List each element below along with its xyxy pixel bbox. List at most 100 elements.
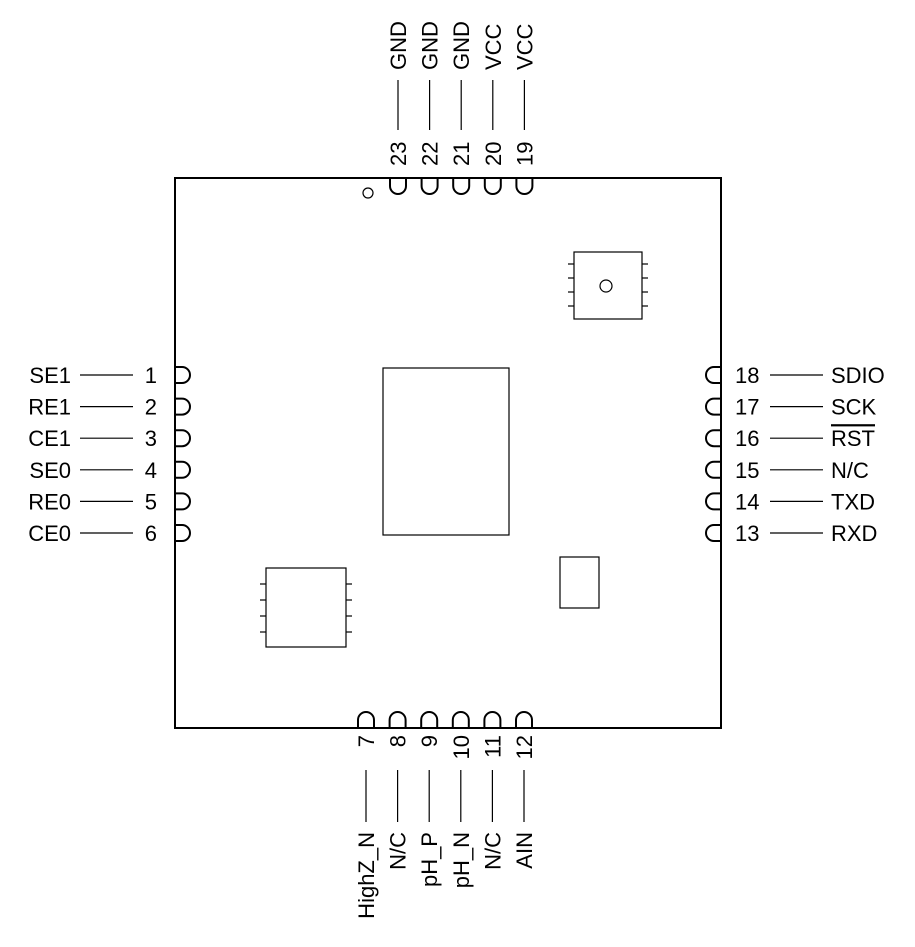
pin-pad <box>357 711 375 728</box>
pin-21: 21 GND <box>449 21 474 195</box>
pin-name: GND <box>418 21 443 70</box>
pin-name: RXD <box>831 521 877 546</box>
pin-number: 9 <box>417 735 442 747</box>
pin-name: VCC <box>481 23 506 70</box>
pin-4: 4 SE0 <box>29 458 191 483</box>
pin-number: 19 <box>512 142 537 166</box>
pin-23: 23 GND <box>386 21 411 195</box>
pin-number: 7 <box>354 735 379 747</box>
pin-number: 2 <box>145 395 157 420</box>
pin-17: 17 SCK <box>705 395 877 420</box>
pin-pad <box>515 711 533 728</box>
pin-pad <box>483 711 502 728</box>
pin-22: 22 GND <box>418 21 443 195</box>
pin-number: 8 <box>386 735 411 747</box>
pin-number: 22 <box>418 142 443 166</box>
pin-8: 8N/C <box>386 711 411 870</box>
pin-2: 2 RE1 <box>28 395 191 420</box>
pin-number: 17 <box>735 395 759 420</box>
pin-number: 15 <box>735 458 759 483</box>
top-pin-group: 23 GND 22 GND 21 GND 20 VCC 19 VCC <box>386 21 537 195</box>
pin-name: pH_N <box>449 832 474 888</box>
pin-number: 23 <box>386 142 411 166</box>
pin-number: 10 <box>449 735 474 759</box>
pin-name: TXD <box>831 489 875 514</box>
pin-3: 3 CE1 <box>28 426 191 451</box>
pin-13: 13 RXD <box>705 521 877 546</box>
pin-pad <box>175 492 191 511</box>
pin-pad <box>705 397 721 416</box>
pin-name: N/C <box>480 832 505 870</box>
pin-name: VCC <box>512 23 537 70</box>
pin-name: pH_P <box>417 832 442 887</box>
pin-name: CE0 <box>28 521 71 546</box>
pin-pad <box>705 460 721 479</box>
sensor-ic <box>568 251 648 320</box>
pin-name: SE1 <box>29 363 71 388</box>
pin-number: 18 <box>735 363 759 388</box>
pin-pad <box>705 429 721 448</box>
pin-name: SCK <box>831 395 877 420</box>
pin-pad <box>175 460 191 479</box>
pin-number: 1 <box>145 363 157 388</box>
pin-name: RE0 <box>28 489 71 514</box>
small-component <box>559 556 600 609</box>
pin-name: N/C <box>831 458 869 483</box>
left-pin-group: 1 SE1 2 RE1 3 CE1 4 SE0 5 RE0 6 CE0 <box>28 363 191 546</box>
pin-11: 11N/C <box>480 711 505 870</box>
pin-18: 18 SDIO <box>705 363 885 388</box>
pin-20: 20 VCC <box>481 23 506 195</box>
pin-pad <box>175 429 191 448</box>
pin-number: 4 <box>145 458 157 483</box>
pin-pad <box>705 366 721 384</box>
pin-number: 6 <box>145 521 157 546</box>
pin-name: CE1 <box>28 426 71 451</box>
pin-number: 13 <box>735 521 759 546</box>
right-pin-group: 18 SDIO 17 SCK 16 RST 15 N/C 14 TXD 13 RXD <box>705 363 885 546</box>
pin-name: SE0 <box>29 458 71 483</box>
pin-pad <box>389 178 407 195</box>
pin-number: 21 <box>449 142 474 166</box>
pin-9: 9 pH_P <box>417 711 442 887</box>
pin-6: 6 CE0 <box>28 521 191 546</box>
pin-number: 3 <box>145 426 157 451</box>
pin1-orientation-dot <box>362 187 374 199</box>
pin-name: SDIO <box>831 363 885 388</box>
pin-name: RST <box>831 426 875 451</box>
flash-ic <box>260 567 352 648</box>
pin-pad <box>175 524 191 542</box>
pin-pad <box>705 492 721 511</box>
pin-pad <box>388 711 407 728</box>
pin-pad <box>420 178 439 195</box>
pin-pad <box>515 178 534 195</box>
pin-name: RE1 <box>28 395 71 420</box>
pin-name: GND <box>386 21 411 70</box>
pin-15: 15 N/C <box>705 458 869 483</box>
pin-number: 16 <box>735 426 759 451</box>
main-chip <box>382 367 510 536</box>
pin-number: 11 <box>480 735 505 758</box>
pin-1: 1 SE1 <box>29 363 191 388</box>
pin-pad <box>705 524 721 542</box>
pin-pad <box>452 178 471 195</box>
pin-number: 14 <box>735 489 759 514</box>
pin-19: 19 VCC <box>512 23 537 195</box>
pin-number: 12 <box>512 735 537 759</box>
pin-pad <box>420 711 439 728</box>
pin-pad <box>175 397 191 416</box>
pin-14: 14 TXD <box>705 489 875 514</box>
pin-number: 5 <box>145 489 157 514</box>
pin-pad <box>483 178 502 195</box>
pin-5: 5 RE0 <box>28 489 191 514</box>
pin-name: N/C <box>386 832 411 870</box>
pin-name: HighZ_N <box>354 832 379 919</box>
pin-name: GND <box>449 21 474 70</box>
pin-number: 20 <box>481 142 506 166</box>
pin-10: 10 pH_N <box>449 711 474 888</box>
pin-pad <box>451 711 470 728</box>
pin-name: AIN <box>512 832 537 869</box>
pin-16: 16 RST <box>705 426 875 451</box>
